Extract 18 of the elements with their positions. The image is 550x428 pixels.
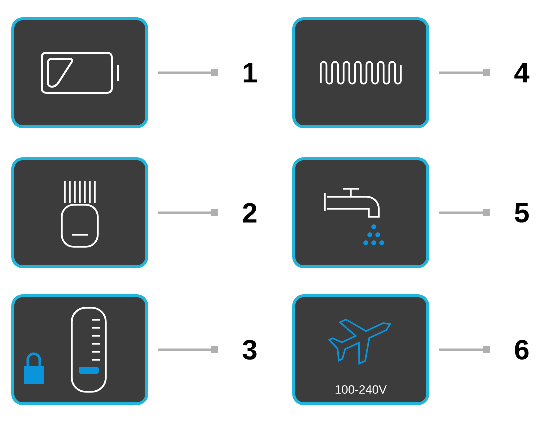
icon-tile bbox=[12, 158, 148, 268]
callout-number: 4 bbox=[514, 63, 530, 83]
icon-tile bbox=[292, 18, 430, 128]
leader-line bbox=[158, 70, 218, 76]
callout-number: 5 bbox=[515, 203, 529, 223]
leader-line bbox=[440, 70, 490, 76]
callout-number: 1 bbox=[244, 63, 257, 83]
callout-number: 2 bbox=[243, 203, 257, 223]
callout-number: 6 bbox=[515, 340, 529, 360]
icon-tile bbox=[12, 294, 148, 406]
leader-line bbox=[158, 346, 218, 354]
leader-line bbox=[158, 209, 218, 216]
leader-line bbox=[440, 209, 490, 216]
icon-tile bbox=[292, 158, 430, 268]
icon-tile bbox=[12, 18, 148, 128]
leader-line bbox=[440, 346, 490, 354]
callout-number: 3 bbox=[242, 340, 257, 360]
icon-tile: 100-240V bbox=[292, 294, 430, 406]
